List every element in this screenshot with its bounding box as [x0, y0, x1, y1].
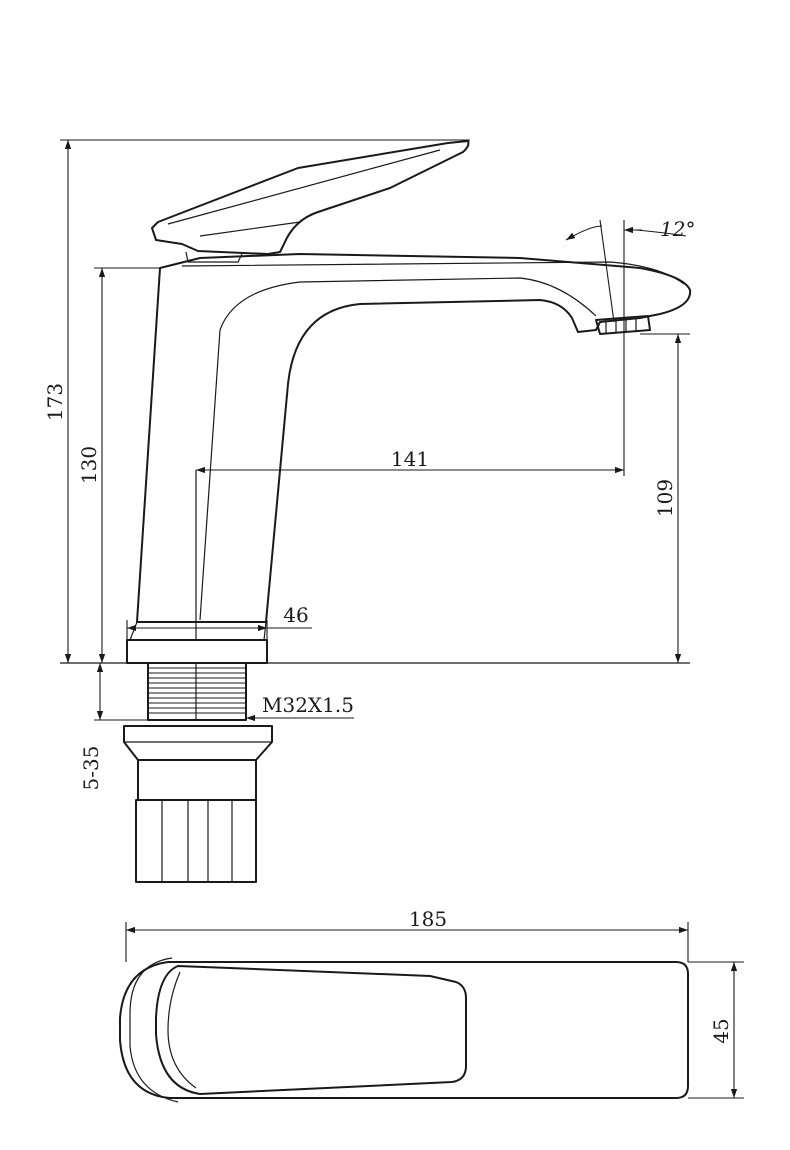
dim-185-label: 185: [409, 907, 447, 931]
dim-46: 46: [126, 603, 312, 640]
dim-141-label: 141: [391, 447, 429, 471]
aerator: [595, 315, 651, 335]
mounting-nut: [123, 725, 273, 761]
hex-connector: [135, 799, 257, 883]
handle-lever: [151, 140, 470, 255]
dim-130: 130: [77, 267, 160, 663]
dim-46-label: 46: [283, 603, 308, 627]
thread-callout: M32X1.5: [246, 693, 354, 722]
dim-130-label: 130: [77, 446, 101, 484]
angle-dim: 12°: [565, 217, 695, 323]
threaded-shank: [147, 662, 247, 721]
dim-109-label: 109: [653, 479, 677, 517]
thread-label: M32X1.5: [262, 693, 354, 717]
top-handle: [155, 965, 467, 1095]
top-outline: [119, 961, 689, 1099]
dim-5-35-label: 5-35: [79, 746, 103, 791]
base-plate: [126, 639, 268, 664]
top-view: [119, 957, 689, 1103]
angle-label: 12°: [660, 217, 695, 241]
lower-fitting: [137, 759, 257, 801]
dim-45-label: 45: [709, 1018, 733, 1043]
dim-109: 109: [640, 333, 690, 663]
side-view: [60, 140, 692, 883]
dim-173-label: 173: [43, 383, 67, 421]
dim-173: 173: [43, 139, 470, 663]
dim-45: 45: [688, 961, 744, 1099]
faucet-body: [136, 253, 692, 623]
dim-185: 185: [125, 907, 689, 962]
dim-141: 141: [196, 220, 625, 476]
dim-5-35: 5-35: [79, 663, 148, 790]
